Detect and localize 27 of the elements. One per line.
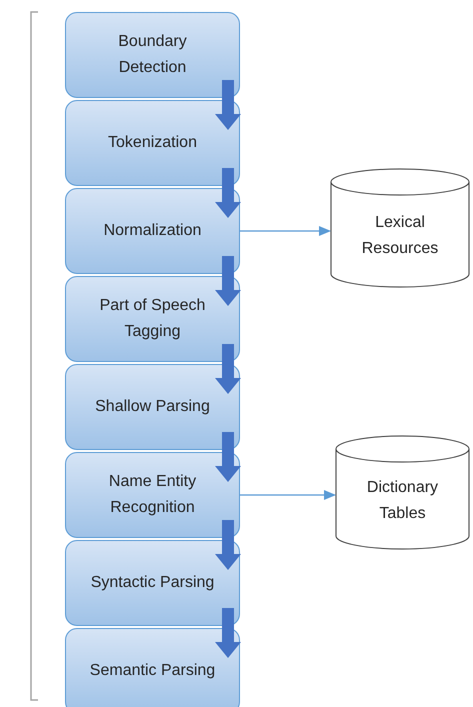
arrow xyxy=(215,608,241,658)
node-label: Name Entity Recognition xyxy=(108,472,198,518)
arrow xyxy=(240,490,336,500)
node-label: Normalization xyxy=(102,221,202,241)
arrow xyxy=(215,520,241,570)
process-box xyxy=(65,540,240,626)
process-box xyxy=(65,12,240,98)
arrow xyxy=(215,256,241,306)
arrow xyxy=(215,432,241,482)
node-label: Boundary Detection xyxy=(117,32,188,78)
arrow xyxy=(240,226,331,236)
node-label: Tokenization xyxy=(107,133,198,153)
node-label: Shallow Parsing xyxy=(94,397,211,417)
process-box xyxy=(65,188,240,274)
node-label: Lexical Resources xyxy=(360,213,440,259)
arrow xyxy=(215,344,241,394)
arrow xyxy=(215,168,241,218)
node-label: Syntactic Parsing xyxy=(90,573,216,593)
node-label: Part of Speech Tagging xyxy=(98,296,206,342)
arrow xyxy=(215,80,241,130)
process-box xyxy=(65,628,240,707)
process-box xyxy=(65,276,240,362)
process-box xyxy=(65,100,240,186)
process-box xyxy=(65,452,240,538)
node-label: Semantic Parsing xyxy=(88,661,216,681)
node-label: Dictionary Tables xyxy=(366,478,440,524)
process-box xyxy=(65,364,240,450)
